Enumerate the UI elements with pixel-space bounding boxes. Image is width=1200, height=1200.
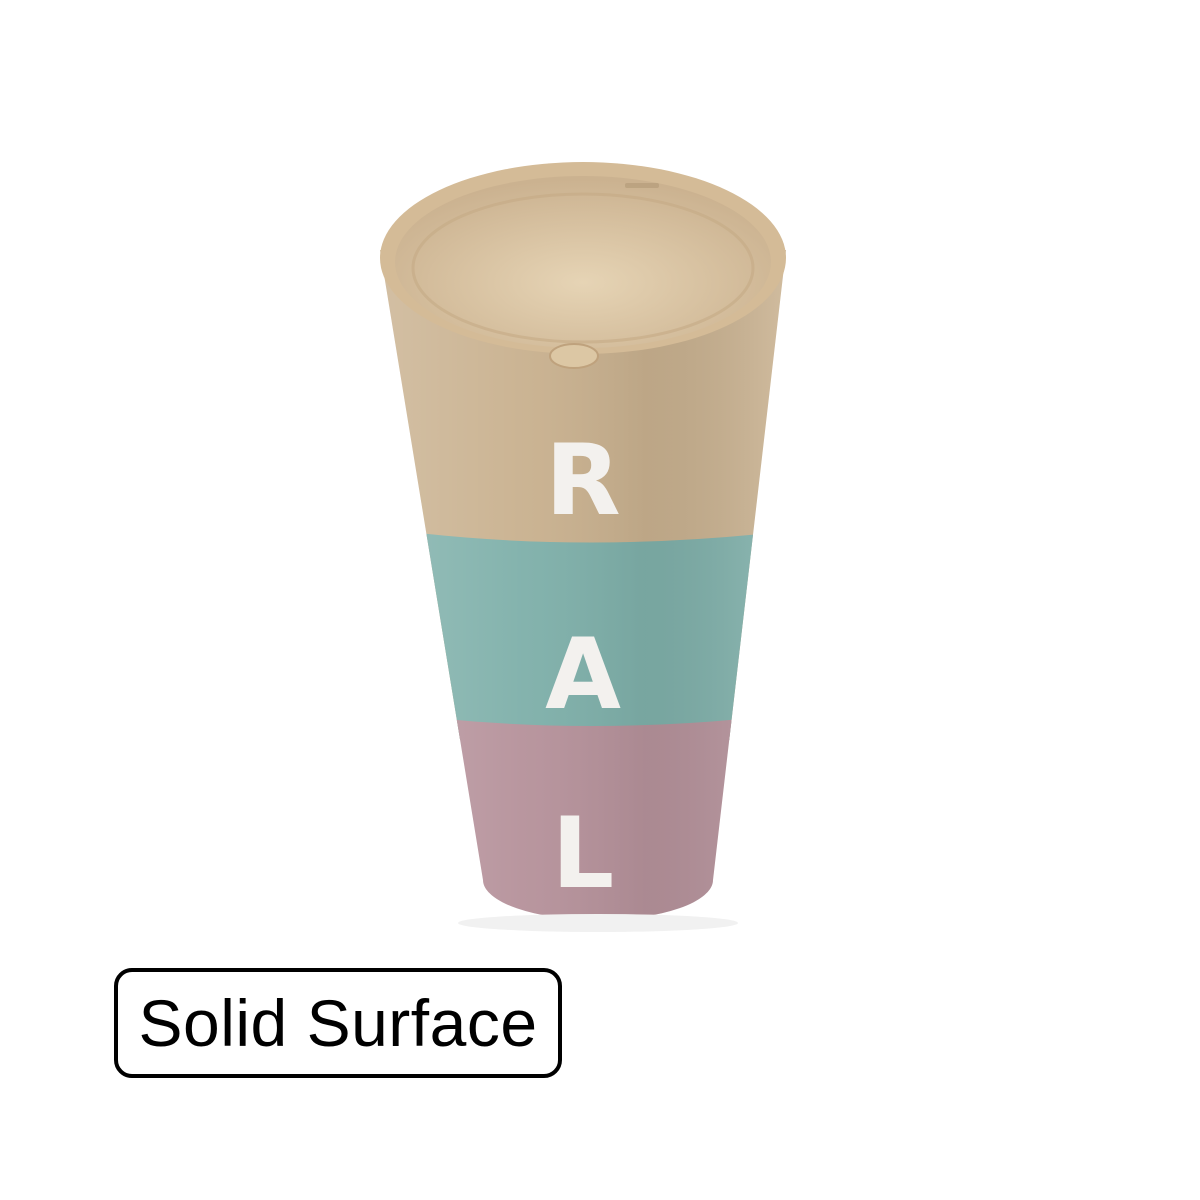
ral-letter-l: L <box>552 797 614 911</box>
material-badge: Solid Surface <box>114 968 562 1078</box>
ral-letter-a: A <box>545 618 621 732</box>
floor-shadow <box>458 914 738 932</box>
brand-mark-icon <box>625 183 659 188</box>
drain-icon <box>549 343 599 369</box>
material-badge-label: Solid Surface <box>138 986 538 1060</box>
basin-bowl <box>395 176 771 348</box>
bowl-inner-edge <box>411 192 755 344</box>
ral-letter-r: R <box>545 424 620 538</box>
